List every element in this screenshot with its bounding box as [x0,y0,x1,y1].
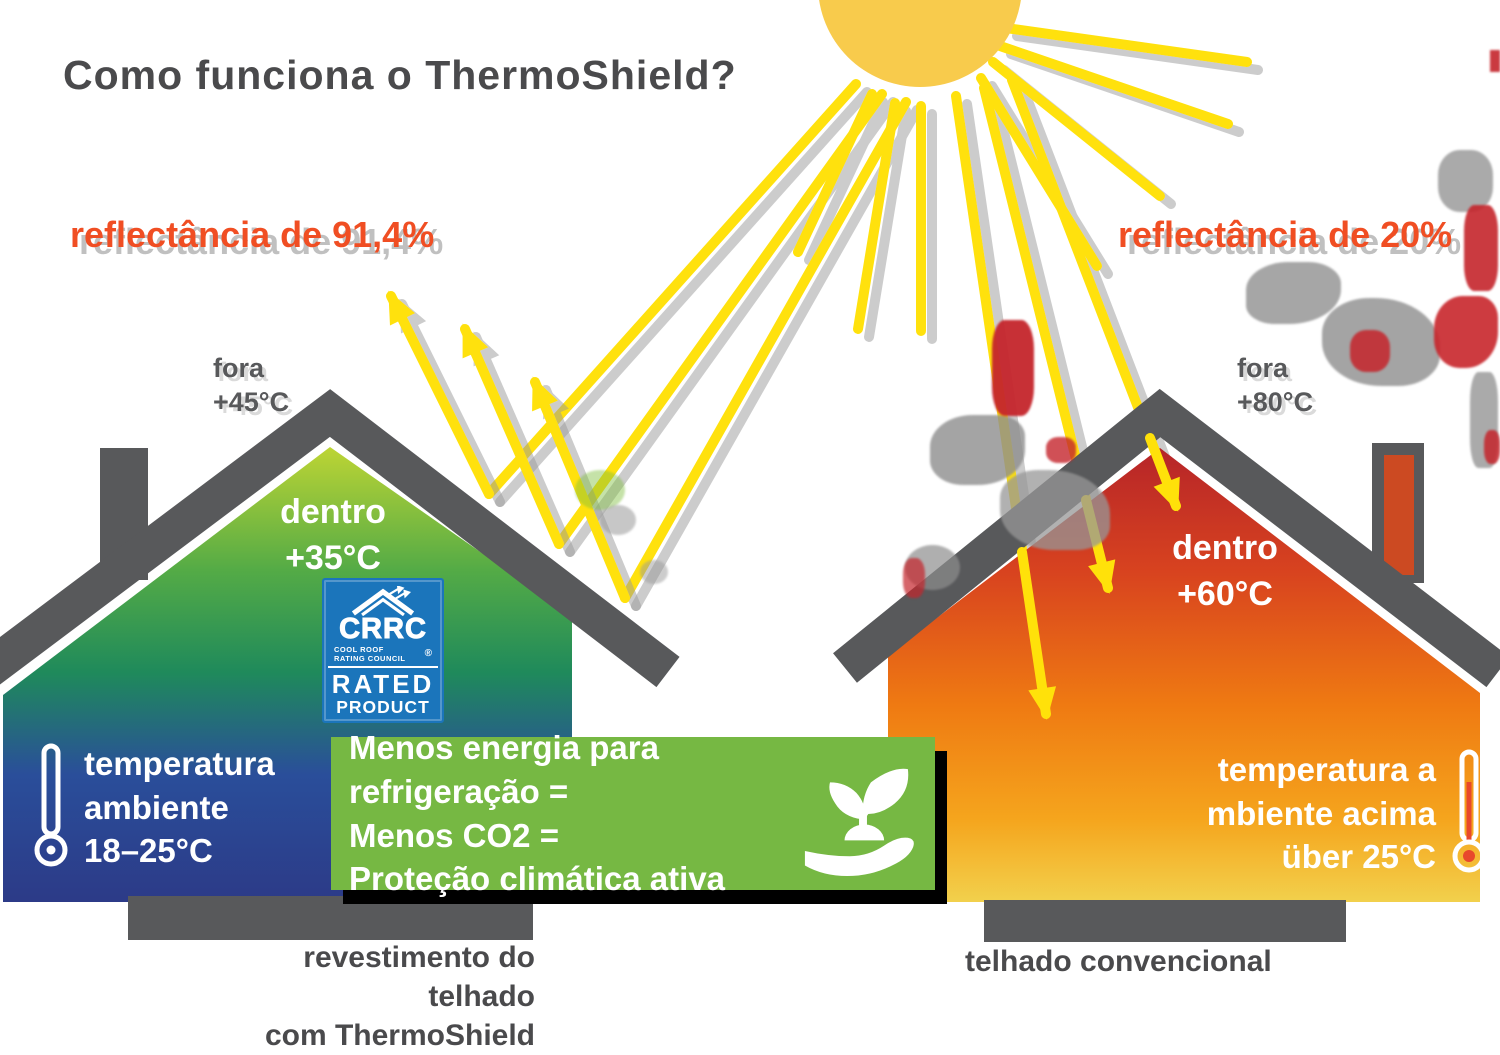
right-reflectance-label: reflectância de 20% [1118,214,1453,255]
artifact [575,470,625,510]
left-reflectance-label: reflectância de 91,4% [70,214,435,255]
right-house [833,388,1500,942]
artifact [1246,262,1341,324]
artifact [1438,150,1493,212]
left-ambient-temp: temperatura ambiente 18–25°C [32,742,275,874]
artifact [992,320,1034,416]
right-house-interior [888,448,1480,902]
artifact [1000,470,1110,550]
right-outside-temp: fora +80°C [1237,353,1314,417]
right-inside-temp: dentro +60°C [1172,529,1278,613]
left-house-base [128,896,533,940]
plant-in-hand-icon [804,768,914,876]
registered-mark: ® [424,648,432,660]
page-title: Como funciona o ThermoShield? [63,52,737,98]
artifact [903,558,925,598]
artifact [600,505,636,535]
thermometer-icon [1452,749,1486,873]
sun-icon [819,0,1021,87]
artifact [1490,50,1500,72]
crrc-badge: CRRC COOL ROOF RATING COUNCIL ® RATED PR… [322,578,444,723]
thermometer-icon [34,743,68,867]
right-house-base [984,900,1346,942]
artifact [1350,330,1390,372]
reflected-arrows [386,290,630,603]
crrc-rated: RATED [331,668,435,699]
artifact [1046,437,1076,463]
diagram-canvas [0,0,1500,942]
artifact [930,415,1025,485]
artifact [1484,430,1500,464]
left-inside-temp: dentro +35°C [280,493,386,577]
crrc-product: PRODUCT [336,696,430,717]
left-roof [0,389,680,688]
right-house-caption: telhado convencional [965,945,1272,978]
crrc-org: COOL ROOF RATING COUNCIL ® [328,644,438,668]
artifact [1464,205,1498,291]
left-house-caption: revestimento do telhado com ThermoShield [264,941,535,1052]
crrc-roof-icon [351,586,415,617]
climate-banner: Menos energia para refrigeração = Menos … [331,729,935,897]
artifact [640,560,668,584]
right-ambient-temp: temperatura a mbiente acima über 25°C [1178,748,1488,880]
left-outside-temp: fora +45°C [213,353,290,417]
artifact [1434,296,1498,368]
crrc-acronym: CRRC [339,613,427,646]
